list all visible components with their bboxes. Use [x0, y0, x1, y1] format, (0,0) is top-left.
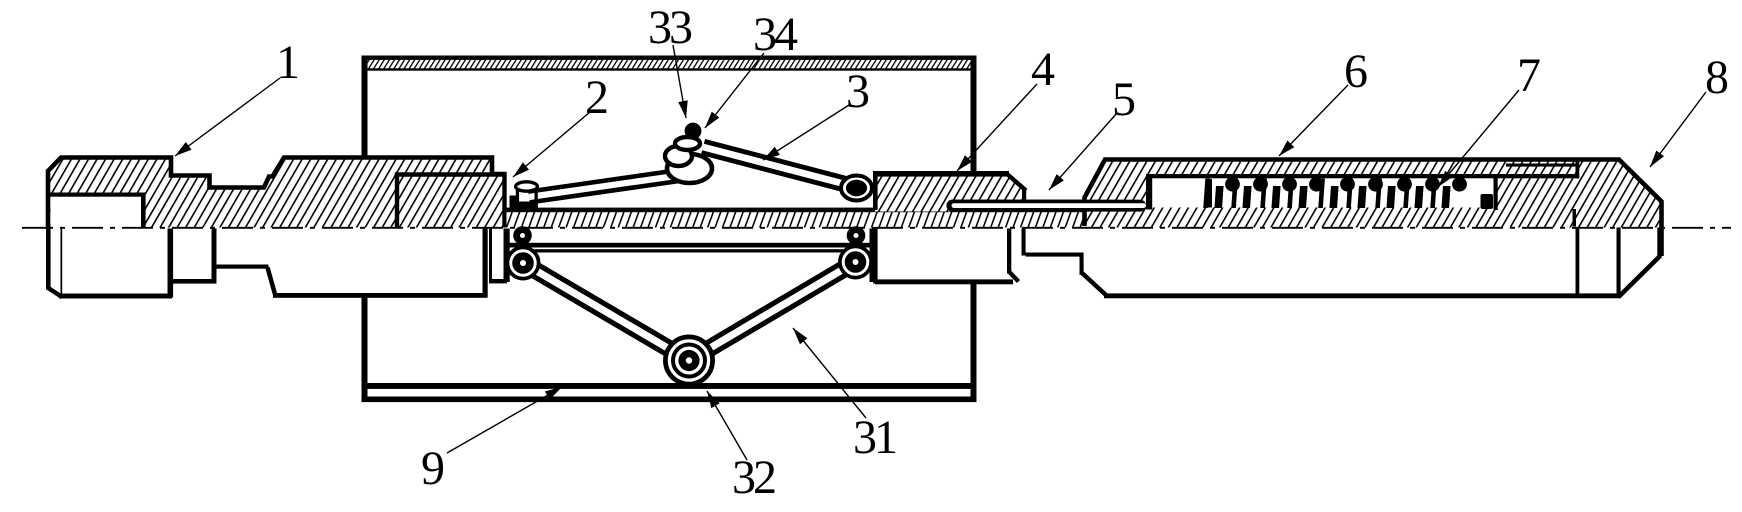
- svg-text:33: 33: [648, 1, 692, 54]
- svg-text:6: 6: [1344, 45, 1368, 98]
- svg-text:4: 4: [1031, 43, 1055, 96]
- svg-text:32: 32: [732, 451, 775, 504]
- svg-text:5: 5: [1112, 73, 1136, 126]
- svg-text:7: 7: [1517, 49, 1541, 102]
- svg-text:8: 8: [1705, 51, 1729, 104]
- svg-text:34: 34: [753, 8, 798, 61]
- svg-text:9: 9: [421, 442, 445, 495]
- svg-text:3: 3: [846, 65, 870, 118]
- svg-text:2: 2: [585, 71, 609, 124]
- svg-text:31: 31: [853, 411, 896, 464]
- svg-text:1: 1: [276, 36, 300, 89]
